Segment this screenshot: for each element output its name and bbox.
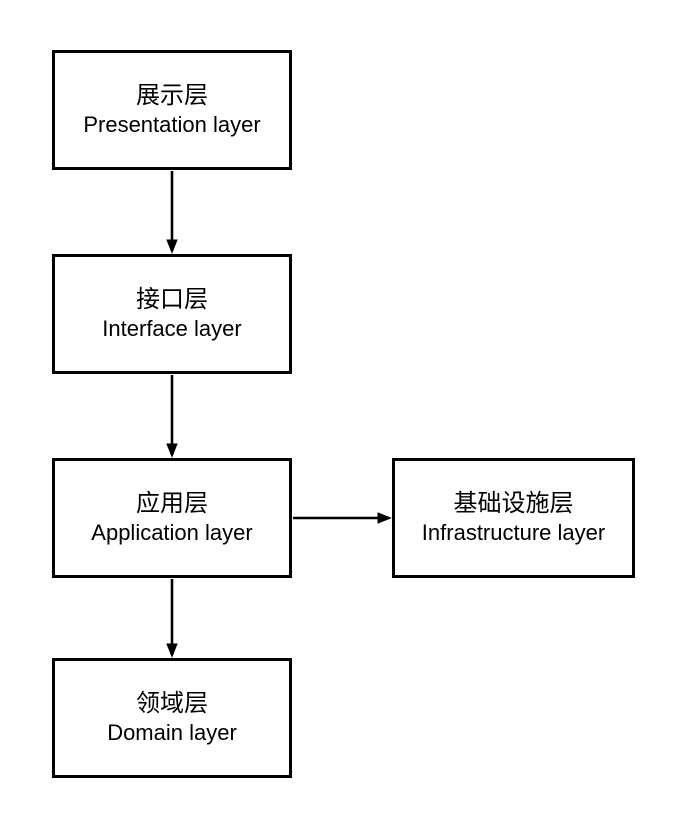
node-presentation-label-zh: 展示层 [136, 82, 208, 109]
node-interface-label-en: Interface layer [102, 316, 242, 341]
node-application-layer: 应用层 Application layer [52, 458, 292, 578]
node-presentation-label-en: Presentation layer [83, 112, 261, 137]
node-application-label-en: Application layer [91, 520, 253, 545]
node-presentation-layer: 展示层 Presentation layer [52, 50, 292, 170]
node-domain-layer: 领域层 Domain layer [52, 658, 292, 778]
node-interface-layer: 接口层 Interface layer [52, 254, 292, 374]
node-application-label-zh: 应用层 [136, 490, 208, 517]
node-domain-label-en: Domain layer [107, 720, 237, 745]
node-infrastructure-label-en: Infrastructure layer [421, 520, 606, 545]
node-domain-label-zh: 领域层 [136, 690, 208, 717]
node-infrastructure-label-zh: 基础设施层 [453, 490, 574, 517]
node-infrastructure-layer: 基础设施层 Infrastructure layer [392, 458, 635, 578]
node-interface-label-zh: 接口层 [136, 286, 208, 313]
